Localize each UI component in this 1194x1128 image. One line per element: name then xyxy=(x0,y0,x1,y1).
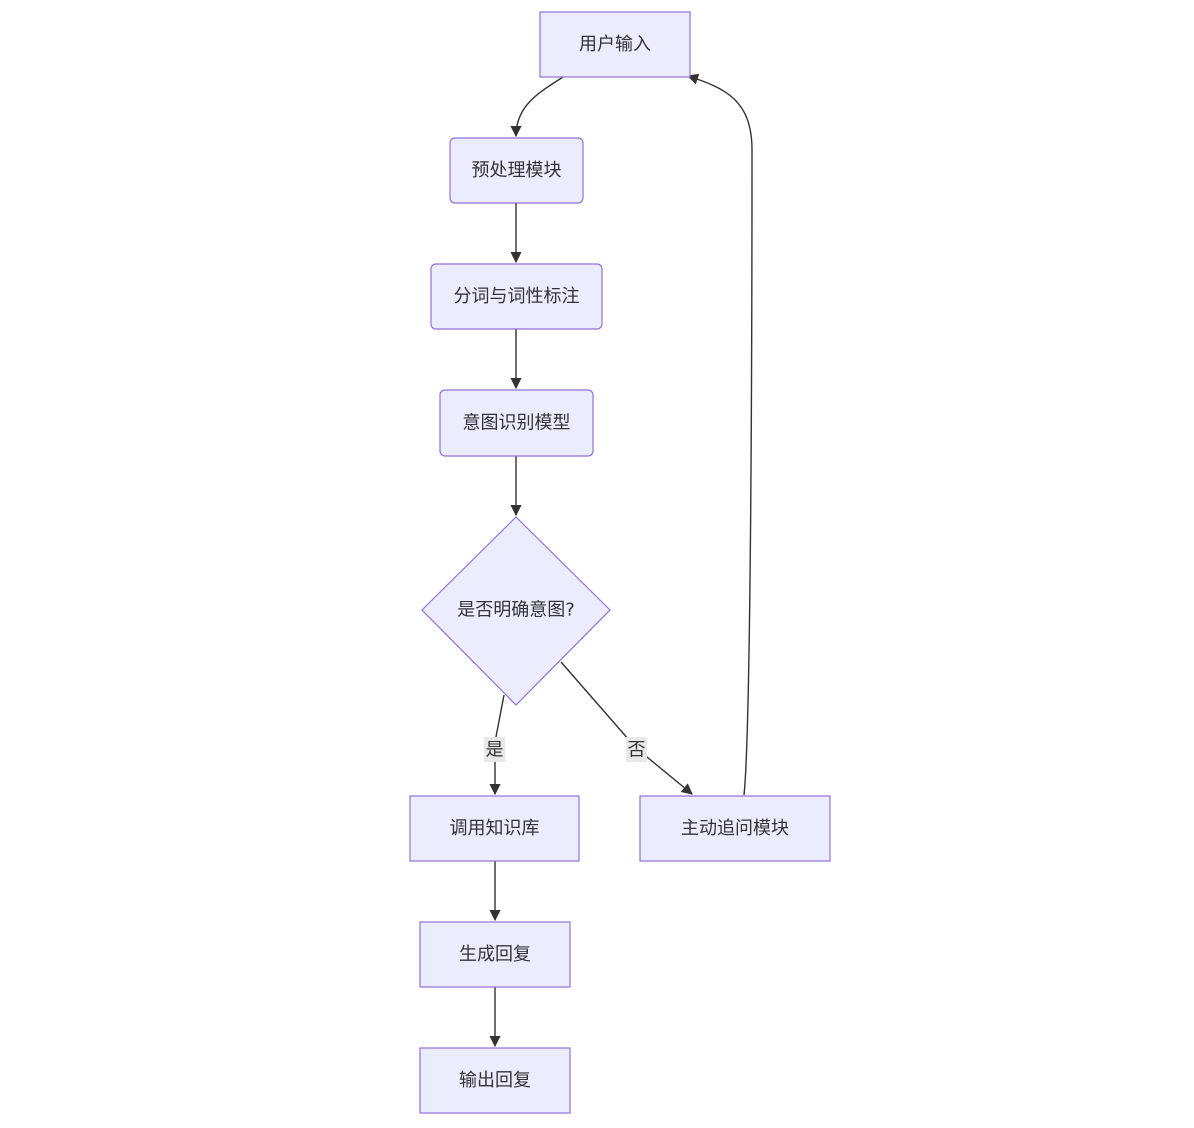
svg-text:调用知识库: 调用知识库 xyxy=(450,818,540,839)
svg-text:否: 否 xyxy=(628,740,646,761)
svg-text:意图识别模型: 意图识别模型 xyxy=(463,413,571,434)
svg-text:输出回复: 输出回复 xyxy=(459,1070,531,1091)
svg-text:主动追问模块: 主动追问模块 xyxy=(681,818,789,839)
node-segmentation: 分词与词性标注 xyxy=(430,263,603,330)
node-preprocess: 预处理模块 xyxy=(449,137,584,204)
edge-input-to-preprocess xyxy=(510,76,564,138)
node-generate-reply: 生成回复 xyxy=(419,921,571,988)
svg-text:用户输入: 用户输入 xyxy=(579,34,651,55)
node-output-reply: 输出回复 xyxy=(419,1047,571,1114)
node-knowledge-base: 调用知识库 xyxy=(409,795,580,862)
node-decision: 是否明确意图? xyxy=(421,516,611,706)
svg-text:是否明确意图?: 是否明确意图? xyxy=(457,600,575,621)
svg-text:生成回复: 生成回复 xyxy=(459,944,531,965)
svg-text:是: 是 xyxy=(486,740,504,761)
svg-text:预处理模块: 预处理模块 xyxy=(472,160,562,181)
edge-decision-no-to-followup xyxy=(560,661,693,795)
edge-followup-to-input xyxy=(686,73,753,796)
node-follow-up: 主动追问模块 xyxy=(639,795,831,862)
svg-text:分词与词性标注: 分词与词性标注 xyxy=(454,286,580,307)
edge-label-yes: 是 xyxy=(484,737,505,762)
node-intent-model: 意图识别模型 xyxy=(439,389,594,457)
edge-label-no: 否 xyxy=(626,737,647,762)
node-user-input: 用户输入 xyxy=(539,11,691,78)
